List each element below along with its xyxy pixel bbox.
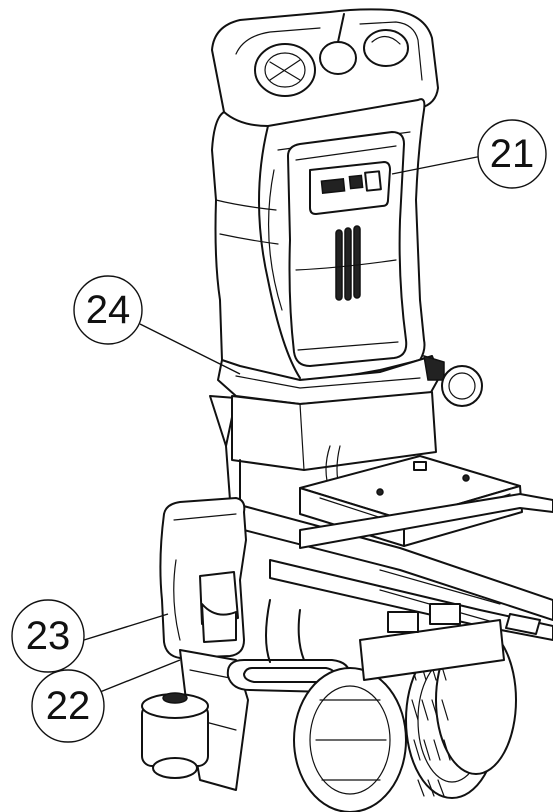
callout-22: 22 [31, 659, 181, 743]
callout-24: 24 [73, 275, 241, 375]
drive-wheels [293, 603, 517, 812]
callout-23-label: 23 [26, 614, 71, 658]
callout-24-label: 24 [86, 288, 131, 332]
control-handle [211, 8, 439, 381]
tank [159, 497, 247, 659]
frame-plate [141, 649, 249, 791]
callout-23: 23 [11, 599, 169, 673]
mounting-collar [209, 354, 483, 447]
callout-21-label: 21 [490, 132, 535, 176]
callout-22-label: 22 [46, 684, 91, 728]
chassis-frame [235, 493, 553, 641]
callout-21: 21 [391, 119, 547, 189]
